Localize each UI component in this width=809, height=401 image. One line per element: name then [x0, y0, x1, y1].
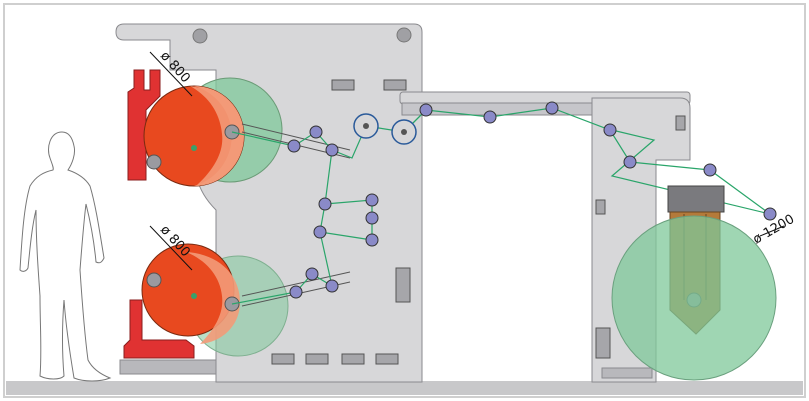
vent-1	[331, 79, 355, 91]
roller-12	[419, 103, 433, 117]
roller-5	[365, 193, 379, 207]
vent-2	[383, 79, 407, 91]
roller-17	[703, 163, 717, 177]
bolt-1	[192, 28, 208, 44]
roller-3	[325, 143, 339, 157]
roller-2	[309, 125, 323, 139]
vent-b2	[305, 353, 329, 365]
vent-r3	[595, 327, 611, 359]
guide-rollers	[287, 101, 777, 299]
dim-line-upper	[149, 51, 193, 97]
vent-r1	[675, 115, 686, 131]
frame-border	[3, 3, 806, 398]
vent-r2	[595, 199, 606, 215]
vent-side	[395, 267, 411, 303]
person-silhouette-icon	[19, 131, 112, 382]
vent-b3	[341, 353, 365, 365]
roller-6	[365, 211, 379, 225]
roller-11	[325, 279, 339, 293]
roller-18	[763, 207, 777, 221]
guide-bar-l1	[241, 271, 351, 297]
vent-b1	[271, 353, 295, 365]
base-plate	[119, 359, 217, 375]
web-path	[231, 131, 373, 241]
roller-10	[305, 267, 319, 281]
roller-16	[623, 155, 637, 169]
bolt-2	[396, 27, 412, 43]
lower-roll-shade	[186, 252, 240, 344]
roller-7	[365, 233, 379, 247]
roller-15	[603, 123, 617, 137]
base-r	[601, 367, 653, 379]
roller-9	[289, 285, 303, 299]
rewind-roll-icon	[611, 215, 777, 381]
upper-roll-shade	[190, 86, 241, 186]
upper-roll-core-left	[146, 154, 162, 170]
dim-line-rewind	[759, 225, 785, 237]
roller-1	[287, 139, 301, 153]
dim-line-lower	[149, 225, 193, 271]
idler-roll-2-core	[401, 129, 407, 135]
rewind-head	[667, 185, 725, 213]
roller-4	[318, 197, 332, 211]
vent-b4	[375, 353, 399, 365]
roller-14	[545, 101, 559, 115]
lower-roll-center	[191, 293, 197, 299]
floor	[6, 381, 803, 395]
idler-roll-1-core	[363, 123, 369, 129]
roller-8	[313, 225, 327, 239]
upper-roll-center	[191, 145, 197, 151]
lower-roll-holder	[123, 299, 195, 359]
roller-13	[483, 110, 497, 124]
lower-roll-core-left	[146, 272, 162, 288]
upper-roll-holder	[127, 69, 161, 181]
bridge-inner	[401, 102, 609, 116]
